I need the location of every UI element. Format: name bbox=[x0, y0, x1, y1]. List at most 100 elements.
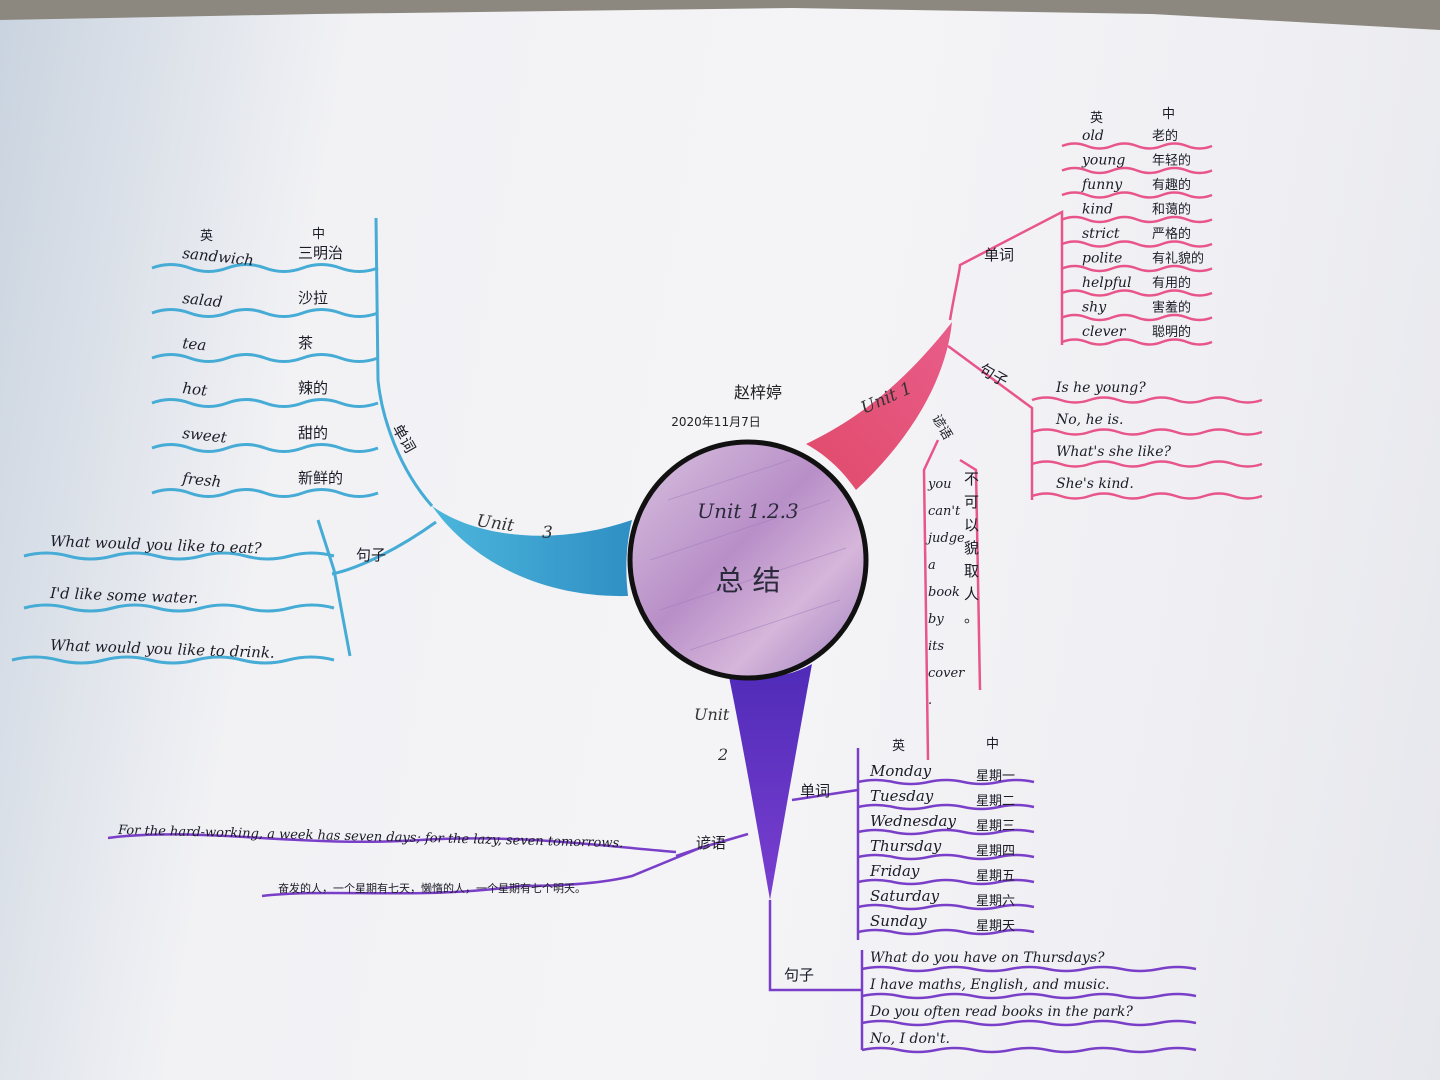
unit3-word-zh: 甜的 bbox=[298, 424, 328, 442]
svg-text:谚语: 谚语 bbox=[929, 412, 956, 443]
unit2-word-line bbox=[857, 778, 1035, 786]
unit2-label-a: Unit bbox=[694, 705, 730, 724]
unit1-proverb-word: . bbox=[928, 693, 932, 708]
unit1-word-zh: 老的 bbox=[1152, 128, 1178, 144]
unit2-proverb-line-zh bbox=[261, 884, 521, 898]
unit1-sentence: What's she like? bbox=[1056, 444, 1172, 460]
unit1-branch bbox=[806, 322, 952, 490]
unit2-proverb-line-en bbox=[107, 833, 677, 854]
unit3-sentence-line bbox=[11, 655, 335, 665]
unit2-words-label: 单词 bbox=[800, 782, 830, 800]
unit2-word-line bbox=[857, 903, 1035, 911]
unit1-word-zh: 聪明的 bbox=[1152, 324, 1191, 340]
unit1-proverb-char: 不 bbox=[964, 470, 979, 488]
unit2-connectors bbox=[519, 748, 864, 1050]
unit2-proverb-chinese: 奋发的人，一个星期有七天，懒惰的人，一个星期有七个明天。 bbox=[278, 881, 586, 895]
center-title: Unit 1.2.3 bbox=[697, 499, 798, 523]
unit3-col-en: 英 bbox=[200, 229, 213, 244]
unit3-connectors bbox=[316, 217, 437, 657]
unit2-word-en: Saturday bbox=[870, 887, 940, 905]
unit2-proverb-label: 谚语 bbox=[696, 834, 726, 852]
unit3-sentence-line bbox=[23, 603, 335, 613]
unit2-sentence-line bbox=[861, 1046, 1197, 1054]
unit2-sentence-line bbox=[861, 992, 1197, 1000]
unit2-sentence-line bbox=[861, 965, 1197, 973]
unit2-branch bbox=[728, 664, 812, 900]
center-node bbox=[627, 439, 869, 681]
unit2-col-zh: 中 bbox=[986, 737, 999, 752]
unit1-proverb-word: book bbox=[928, 585, 960, 600]
date-label: 2020年11月7日 bbox=[671, 415, 760, 429]
unit2-word-zh: 星期四 bbox=[976, 844, 1015, 859]
unit1-proverb-word: can't bbox=[928, 504, 961, 519]
unit2-word-line bbox=[857, 803, 1035, 811]
unit2-sentence: What do you have on Thursdays? bbox=[870, 950, 1105, 966]
unit1-word-line bbox=[1061, 240, 1213, 248]
unit2-word-zh: 星期五 bbox=[976, 869, 1015, 884]
unit1-word-zh: 有用的 bbox=[1152, 275, 1191, 291]
unit1-word-line bbox=[1061, 338, 1213, 346]
unit3-word-line bbox=[151, 488, 379, 498]
unit2-word-en: Wednesday bbox=[870, 812, 956, 830]
unit1-sentence-line bbox=[1031, 428, 1263, 436]
unit1-sentence-line bbox=[1031, 492, 1263, 500]
unit1-proverb-char: 以 bbox=[964, 516, 979, 534]
unit3-word-zh: 辣的 bbox=[298, 379, 328, 397]
author-name: 赵梓婷 bbox=[734, 383, 782, 402]
unit1-word-en: funny bbox=[1081, 177, 1123, 193]
unit1-proverb-char: 人 bbox=[964, 585, 979, 603]
unit3-word-en: sweet bbox=[182, 424, 229, 447]
unit1-proverb-word: by bbox=[928, 612, 944, 627]
unit1-proverb-char: 。 bbox=[964, 608, 979, 626]
unit2-word-line bbox=[857, 828, 1035, 836]
unit3-sentence: What would you like to drink. bbox=[50, 636, 275, 662]
unit1-word-zh: 严格的 bbox=[1152, 226, 1191, 242]
unit3-word-line bbox=[151, 308, 379, 318]
unit3-word-en: salad bbox=[182, 289, 224, 311]
unit1-proverb-word: its bbox=[928, 639, 944, 654]
unit2-word-zh: 星期天 bbox=[976, 919, 1015, 934]
unit3-sentences-label: 句子 bbox=[356, 546, 386, 564]
unit2-word-en: Thursday bbox=[870, 837, 942, 855]
unit1-word-zh: 年轻的 bbox=[1152, 153, 1191, 169]
unit1-sentence: Is he young? bbox=[1055, 380, 1146, 396]
unit2-col-en: 英 bbox=[892, 739, 905, 754]
unit2-sentence-list: What do you have on Thursdays?I have mat… bbox=[861, 950, 1197, 1054]
unit3-word-en: tea bbox=[182, 334, 208, 354]
unit1-proverb-char: 取 bbox=[964, 562, 979, 580]
unit1-connectors bbox=[922, 209, 1064, 761]
unit1-proverb-word: you bbox=[927, 477, 952, 492]
unit1-col-zh: 中 bbox=[1162, 107, 1175, 122]
unit2-word-line bbox=[857, 878, 1035, 886]
unit1-word-line bbox=[1061, 166, 1213, 175]
unit2-word-en: Monday bbox=[869, 762, 932, 780]
unit1-word-en: strict bbox=[1082, 226, 1120, 242]
unit1-word-line bbox=[1061, 142, 1213, 150]
unit1-proverb-word: judge bbox=[925, 531, 965, 546]
unit1-proverb-word: a bbox=[928, 558, 936, 573]
unit2-word-en: Sunday bbox=[870, 912, 927, 930]
unit2-word-line bbox=[857, 853, 1035, 861]
center-subtitle: 总 结 bbox=[716, 564, 781, 597]
unit1-sentence-list: Is he young?No, he is.What's she like?Sh… bbox=[1031, 380, 1263, 500]
unit1-word-line bbox=[1061, 215, 1213, 224]
unit3-word-en: fresh bbox=[181, 469, 223, 491]
center-hatching bbox=[649, 459, 847, 651]
unit1-sentence-line bbox=[1031, 460, 1263, 468]
unit1-word-line bbox=[1061, 191, 1213, 199]
unit3-word-line bbox=[151, 398, 379, 408]
unit1-sentence: No, he is. bbox=[1055, 412, 1123, 428]
unit3-word-en: hot bbox=[182, 379, 209, 400]
unit1-word-zh: 有礼貌的 bbox=[1152, 251, 1204, 267]
unit1-proverb-char: 貌 bbox=[964, 539, 979, 557]
unit1-proverb-label: 谚语 bbox=[929, 412, 956, 443]
unit1-word-zh: 和蔼的 bbox=[1152, 202, 1191, 218]
unit2-sentence: Do you often read books in the park? bbox=[869, 1004, 1133, 1020]
unit1-word-en: shy bbox=[1082, 300, 1107, 316]
unit2-sentences-label: 句子 bbox=[784, 966, 814, 984]
unit1-word-line bbox=[1061, 289, 1213, 297]
